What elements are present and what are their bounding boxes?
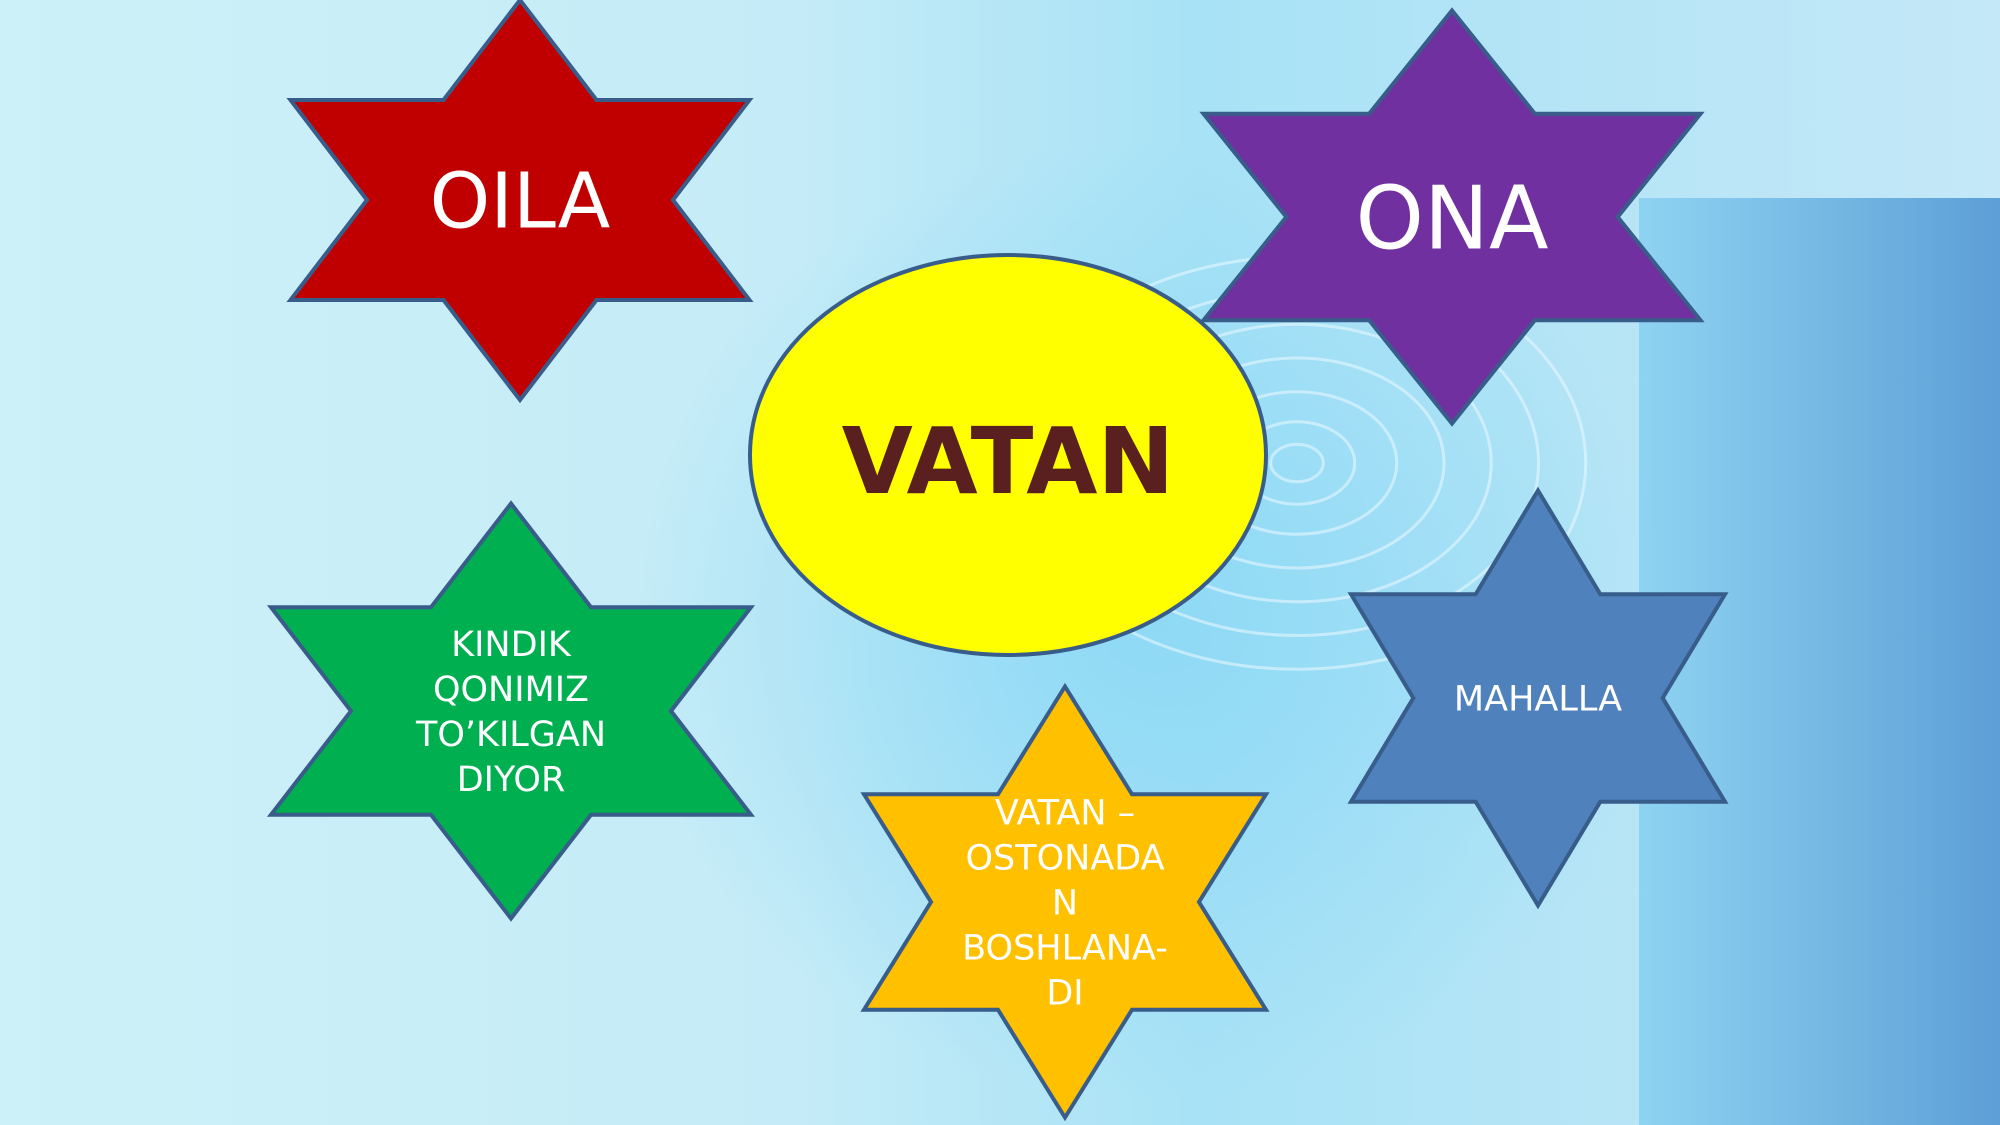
star-label: DIYOR [457,760,566,800]
star-label: N [1052,884,1078,924]
center-ellipse [748,253,1268,657]
star-label: BOSHLANA- [962,929,1168,969]
star-vatan-ostonadan: VATAN – OSTONADA N BOSHLANA- DI [860,682,1270,1122]
star-label: OILA [430,158,611,247]
star-label: DI [1046,974,1083,1014]
star-label: QONIMIZ [433,670,589,710]
center-label: VATAN [842,408,1175,515]
star-label: MAHALLA [1454,680,1622,720]
star-label: KINDIK [451,625,572,665]
star-oila: OILA [286,0,754,404]
star-mahalla: MAHALLA [1347,486,1729,910]
star-label: TO’KILGAN [415,715,606,755]
star-label: OSTONADA [965,839,1164,879]
center-node: VATAN [748,253,1268,657]
star-shape [266,500,756,922]
star-label: ONA [1355,167,1548,269]
star-shape [1347,486,1729,910]
ripple-ring [1269,442,1325,484]
star-label: VATAN – [995,794,1135,834]
background-panel [1639,198,2000,1125]
star-shape [286,0,754,404]
star-ona: ONA [1199,7,1705,427]
star-shape [1199,7,1705,427]
star-kindik: KINDIK QONIMIZ TO’KILGAN DIYOR [266,500,756,922]
star-shape [860,682,1270,1122]
